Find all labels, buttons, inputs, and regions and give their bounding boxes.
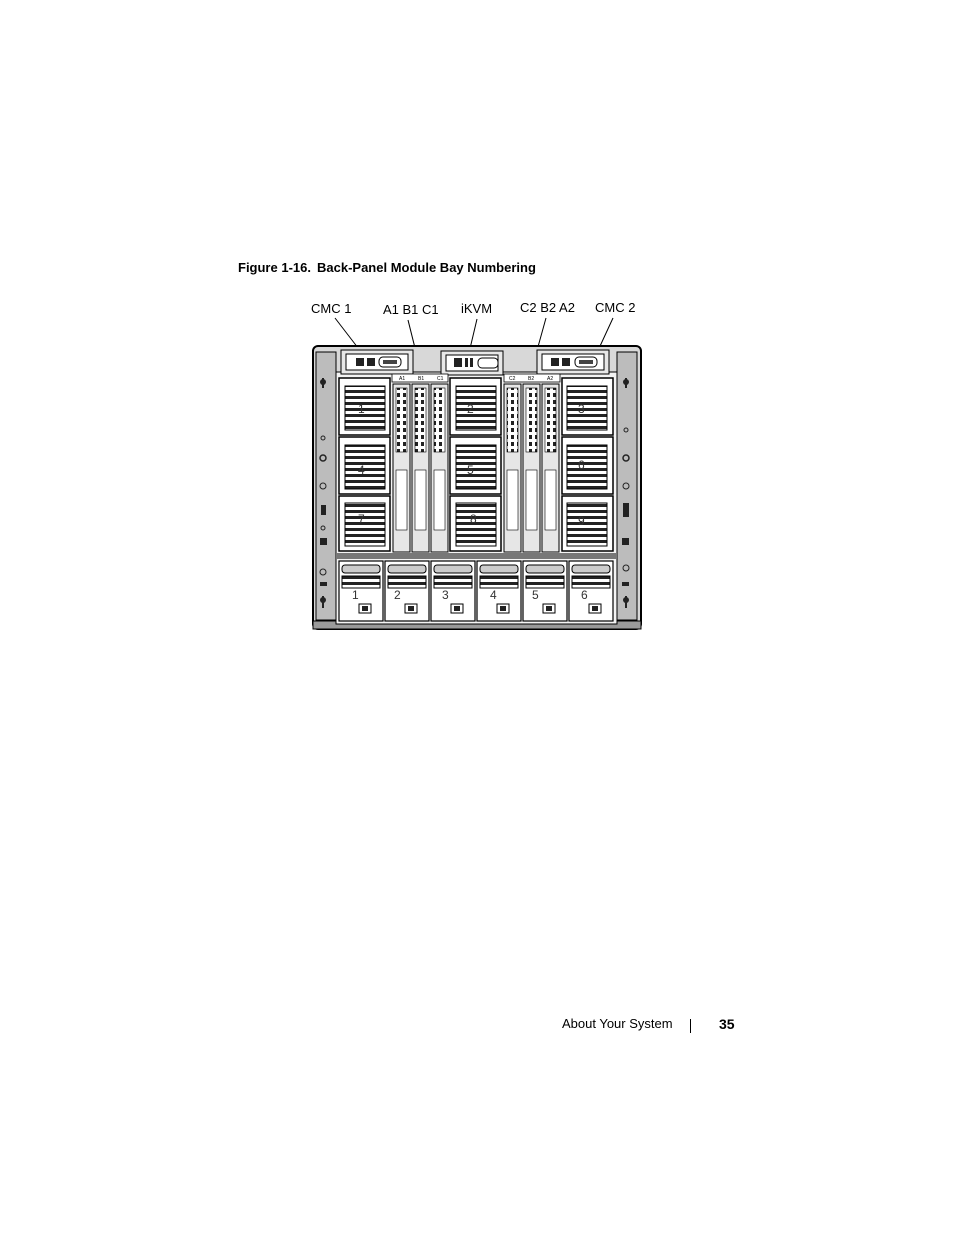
fan-bay-3: 3 [561, 377, 614, 436]
power-bay-number: 6 [581, 588, 588, 602]
power-supply-bay-5: 5 [522, 560, 568, 622]
fabric-label-a1: A1 [399, 376, 405, 382]
footer-section-title: About Your System [562, 1016, 673, 1031]
power-bay-number: 2 [394, 588, 401, 602]
callout-a1-b1-c1: A1 B1 C1 [383, 302, 439, 317]
fan-bay-6: 6 [561, 436, 614, 495]
fan-bay-number: 2 [467, 402, 474, 416]
fan-bay-number: 3 [578, 402, 585, 416]
ikvm-module [440, 350, 504, 376]
figure-title: Back-Panel Module Bay Numbering [317, 260, 536, 275]
power-supply-bay-3: 3 [430, 560, 476, 622]
fan-bay-number: 8 [470, 512, 477, 526]
io-module-b2 [522, 383, 541, 553]
callout-ikvm: iKVM [461, 301, 492, 316]
callout-cmc2: CMC 2 [595, 300, 635, 315]
io-module-a1 [392, 383, 411, 553]
fan-bay-5: 5 [449, 436, 502, 495]
power-bay-number: 5 [532, 588, 539, 602]
io-modules-left [392, 383, 449, 553]
power-supply-bay-1: 1 [338, 560, 384, 622]
figure-number: Figure 1-16. [238, 260, 311, 275]
psu-divider [336, 553, 617, 559]
figure-caption: Figure 1-16. Back-Panel Module Bay Number… [238, 260, 536, 275]
power-supply-bay-4: 4 [476, 560, 522, 622]
io-modules-right [503, 383, 560, 553]
fan-bay-number: 9 [578, 514, 585, 528]
fan-bay-2: 2 [449, 377, 502, 436]
fabric-label-a2: A2 [547, 376, 553, 382]
fan-bay-number: 6 [578, 458, 585, 472]
cmc2-module [536, 349, 610, 375]
fan-bay-4: 4 [338, 436, 391, 495]
power-supplies: 1 2 3 4 [338, 560, 614, 622]
fabric-label-b1: B1 [418, 376, 424, 382]
fabric-label-c2: C2 [509, 376, 516, 382]
power-bay-number: 4 [490, 588, 497, 602]
fan-bay-1: 1 [338, 377, 391, 436]
fabric-label-bar-right: C2 B2 A2 [503, 373, 561, 383]
io-module-a2 [541, 383, 560, 553]
fabric-label-c1: C1 [437, 376, 444, 382]
power-supply-bay-2: 2 [384, 560, 430, 622]
cmc1-module [340, 349, 414, 375]
fan-modules: 1 2 3 4 5 6 7 [338, 377, 614, 552]
fan-bay-7: 7 [338, 495, 391, 552]
power-bay-number: 1 [352, 588, 359, 602]
fan-bay-number: 5 [467, 463, 474, 477]
page-number: 35 [719, 1016, 735, 1032]
callout-cmc1: CMC 1 [311, 301, 351, 316]
power-bay-number: 3 [442, 588, 449, 602]
io-module-c1 [430, 383, 449, 553]
io-module-b1 [411, 383, 430, 553]
footer-separator [690, 1019, 691, 1033]
callout-c2-b2-a2: C2 B2 A2 [520, 300, 575, 315]
fan-bay-8: 8 [449, 495, 502, 552]
fabric-label-b2: B2 [528, 376, 534, 382]
side-rail-details [319, 378, 630, 608]
fabric-label-bar-left: A1 B1 C1 [391, 373, 449, 383]
power-supply-bay-6: 6 [568, 560, 614, 622]
fan-bay-number: 7 [358, 512, 365, 526]
io-module-c2 [503, 383, 522, 553]
fan-bay-9: 9 [561, 495, 614, 552]
fan-bay-number: 4 [358, 463, 365, 477]
fan-bay-number: 1 [358, 402, 365, 416]
